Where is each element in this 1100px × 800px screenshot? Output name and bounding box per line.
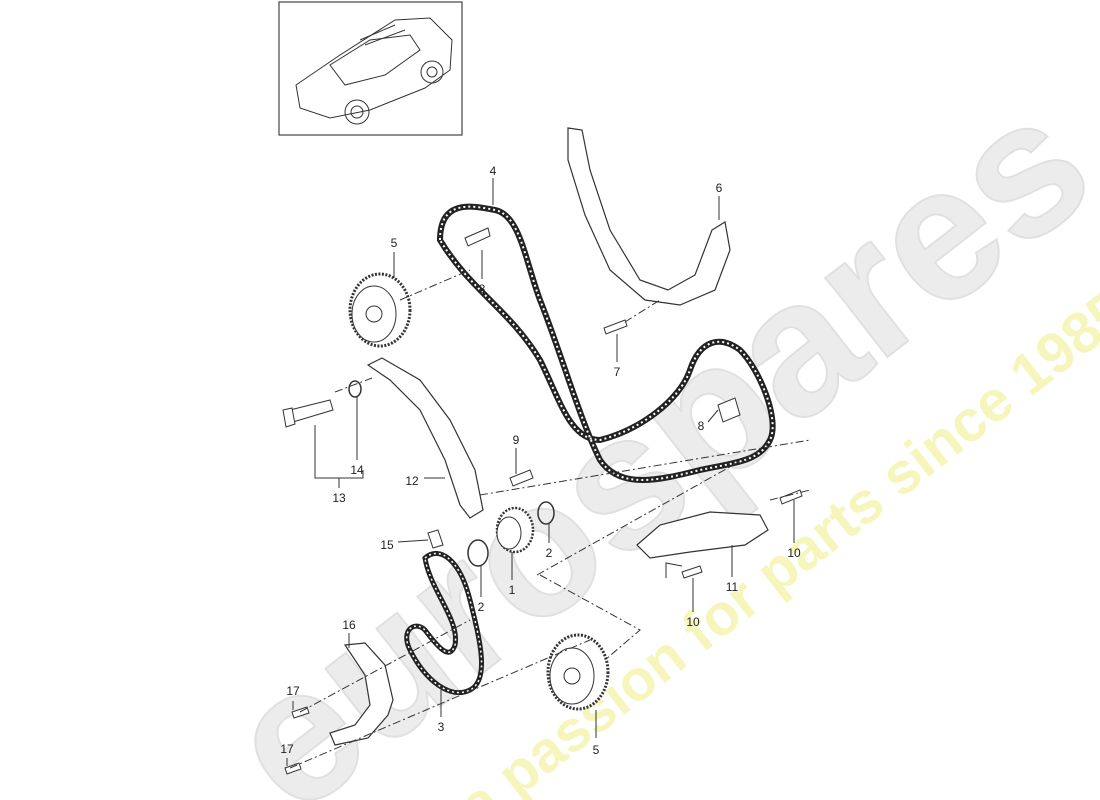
callout-3: 3: [438, 720, 445, 734]
camshaft-sprocket-lower: [546, 633, 610, 711]
bolt-17b: [284, 762, 302, 775]
callout-1: 1: [509, 583, 516, 597]
pin-10b: [681, 565, 703, 579]
callout-5a: 5: [391, 236, 398, 250]
timing-chain-lower: [404, 551, 484, 696]
callout-6: 6: [716, 181, 723, 195]
vehicle-thumbnail: [278, 1, 463, 136]
bolt-7: [603, 319, 628, 335]
callout-5b: 5: [593, 743, 600, 757]
callout-13: 13: [332, 491, 346, 505]
callout-17b: 17: [280, 742, 294, 756]
washer-2b: [467, 539, 489, 567]
camshaft-sprocket-upper: [348, 272, 412, 348]
slide-pad-8a: [464, 227, 491, 247]
callout-15: 15: [380, 538, 394, 552]
callout-16: 16: [342, 618, 356, 632]
clip-15: [427, 529, 444, 549]
watermark: eurospares a passion for parts since 198…: [188, 54, 1100, 800]
callout-2b: 2: [478, 600, 485, 614]
callout-8b: 8: [698, 419, 705, 433]
callout-8a: 8: [479, 282, 486, 296]
seal-14: [348, 380, 362, 398]
tensioner-bolt-13: [282, 399, 334, 428]
callout-17a: 17: [286, 684, 300, 698]
timing-chain-upper: [436, 203, 776, 483]
pin-10a: [779, 489, 803, 505]
callout-4: 4: [490, 164, 497, 178]
pin-9: [509, 469, 534, 487]
tensioner-rail-12: [366, 357, 484, 519]
crankshaft-sprocket: [495, 506, 535, 554]
washer-2a: [537, 501, 555, 525]
callout-10a: 10: [787, 546, 801, 560]
callout-12: 12: [405, 474, 419, 488]
callout-10b: 10: [686, 615, 700, 629]
callout-labels: 1 2 2 3 4 5 5 6 7 8 8 9 10 10 11 12 13 1…: [280, 164, 801, 757]
guide-rail-11: [636, 511, 769, 559]
callout-11: 11: [726, 580, 739, 594]
callout-2a: 2: [546, 546, 553, 560]
leader-lines: [286, 178, 811, 769]
guide-rail-6: [567, 127, 731, 306]
callout-7: 7: [614, 365, 621, 379]
slide-pad-8b: [717, 397, 741, 423]
callout-14: 14: [350, 463, 364, 477]
callout-9: 9: [513, 433, 520, 447]
